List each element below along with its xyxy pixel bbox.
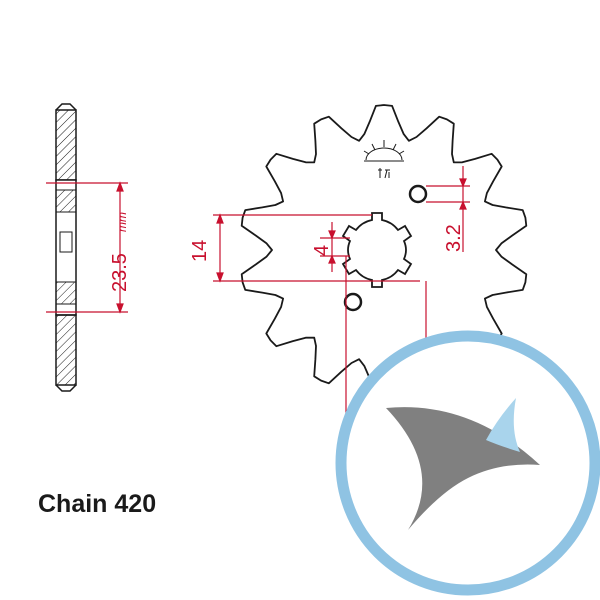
- hole-3-2-dimension: [426, 166, 470, 252]
- manufacturer-mark-icon: [363, 140, 405, 179]
- height-14-label: 14: [189, 240, 211, 262]
- pitch-value-label: 23.5: [109, 253, 131, 292]
- bolt-hole-lower: [343, 292, 363, 312]
- width-4-label: 4: [311, 245, 333, 256]
- bolt-hole-upper: [408, 184, 428, 204]
- side-view: [55, 103, 77, 392]
- spline-bore: [341, 212, 413, 288]
- width-4-dimension: [320, 222, 350, 272]
- side-top-bevel: [55, 103, 77, 111]
- brand-logo: [335, 330, 600, 596]
- side-hub-lower-hatch: [55, 314, 77, 386]
- pitch-unit-label: mm: [115, 212, 129, 232]
- bird-wing-icon: [486, 398, 520, 452]
- chain-label: Chain 420: [38, 490, 157, 518]
- side-hub-upper-hatch: [55, 109, 77, 181]
- hole-3-2-label: 3.2: [443, 224, 465, 252]
- sprocket-front-view: [240, 104, 528, 396]
- pitch-dimension: [46, 181, 128, 314]
- height-14-dimension: [213, 213, 420, 283]
